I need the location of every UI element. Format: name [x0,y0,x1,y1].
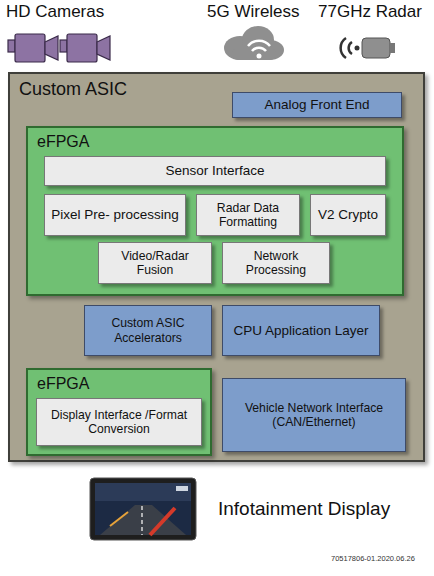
box-label: Vehicle Network Interface (CAN/Ethernet) [223,401,405,429]
display-picture [90,478,196,540]
cpu-box: CPU Application Layer [222,305,380,356]
device-label: Infotainment Display [218,498,390,520]
process-box: Network Processing [222,242,330,284]
process-box: Display Interface /Format Conversion [36,398,202,446]
interface-box: Sensor Interface [44,156,386,186]
process-box: Pixel Pre- processing [44,194,186,236]
process-box: Radar Data Formatting [196,194,300,236]
box-label: Network Processing [223,249,329,277]
region-heading: Custom ASIC [19,79,127,100]
front-end-box: Analog Front End [232,92,402,118]
region-heading: eFPGA [37,133,89,151]
box-label: Custom ASIC Accelerators [85,316,211,344]
radar-icon [341,38,395,58]
process-box: Video/Radar Fusion [98,242,212,284]
network-box: Vehicle Network Interface (CAN/Ethernet) [222,378,406,452]
figure-number: 70517806-01.2020.06.26 [331,554,415,563]
process-box: V2 Crypto [310,194,386,236]
camera-icon [8,34,110,62]
device-label: HD Cameras [6,2,104,22]
box-label: Radar Data Formatting [197,201,299,229]
box-label: Video/Radar Fusion [99,249,211,277]
box-label: Display Interface /Format Conversion [37,408,201,436]
region-heading: eFPGA [37,375,89,393]
box-label: V2 Crypto [314,207,382,223]
device-label: 5G Wireless [207,2,300,22]
box-label: Sensor Interface [161,163,268,179]
box-label: CPU Application Layer [229,323,372,339]
fpga-region: Sensor InterfacePixel Pre- processing Rad… [26,126,404,296]
cloud-icon [224,26,284,60]
accelerator-box: Custom ASIC Accelerators [84,305,212,356]
asic-housing: Analog Front EndSensor InterfacePixel Pr… [8,72,425,462]
box-label: Pixel Pre- processing [47,207,183,223]
device-label: 77GHz Radar [318,2,422,22]
fpga-region: Display Interface /Format Conversion eFPG… [26,368,212,456]
box-label: Analog Front End [260,97,373,113]
